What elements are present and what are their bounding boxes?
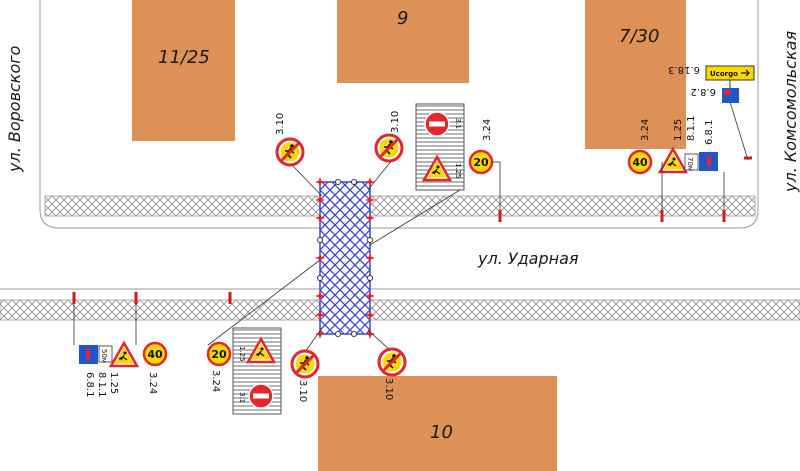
sign-code-3.24-north: 3.24 [482,119,493,141]
street-label-udarnaya: ул. Ударная [477,249,579,268]
sign-code-8.1.1-east: 8.1.1 [686,116,697,141]
speed-limit-40-sign-west [142,341,168,367]
road-edge-north-west [39,0,759,229]
sign-code-3.24-west: 3.24 [147,372,158,394]
fence-rings [317,179,373,337]
street-label-vorovskogo: ул. Воровского [5,45,24,173]
building-label-10: 10 [430,422,453,443]
speed-limit-20-sign-south [206,341,232,367]
sign-code-6.8.1-west: 6.8.1 [84,372,95,397]
sign-code-3.1-south: 3.1 [238,392,246,403]
sign-code-3.24-south-20: 3.24 [210,370,221,392]
detour-sign-6.8.1-east-mark [707,156,711,166]
no-entry-icon [424,111,450,137]
distance-50m-label: 50м [100,349,108,363]
no-pedestrians-icon [374,133,404,163]
no-pedestrians-icon [377,347,407,377]
detour-sign-6.8.1-west-mark [86,349,90,359]
speed-limit-value-40-east: 40 [632,156,648,169]
distance-plate-70m [684,153,699,171]
sign-code-1.25-east: 1.25 [673,119,684,141]
sign-code-6.8.1-east: 6.8.1 [704,120,715,145]
sign-code-3.10-nw: 3.10 [275,113,286,135]
sign-code-6.18.3: 6.18.3 [668,64,700,75]
road-work-icon [109,341,139,368]
no-pedestrians-icon [290,349,320,379]
no-pedestrians-icon [275,137,305,167]
sign-code-3.10-sw: 3.10 [297,380,308,402]
no-entry-icon [248,383,274,409]
work-zone-pit [319,181,371,335]
building-label-11-25: 11/25 [158,47,210,68]
leader-lines [207,101,749,353]
sign-code-8.1.1-west: 8.1.1 [96,372,107,397]
sidewalk-north [44,195,756,217]
dead-end-sign-mark [724,90,730,95]
detour-sign-text: Ucorgo [710,70,738,78]
sign-posts [72,156,752,304]
distance-70m-label: 70м [686,157,694,171]
street-label-komsomolskaya: ул. Комсомольская [781,31,800,193]
sign-code-6.8.2: 6.8.2 [691,86,716,97]
speed-limit-40-sign-east [627,149,653,175]
building-10 [318,376,557,471]
building-9 [337,0,469,83]
building-7-30 [585,0,686,149]
sidewalk-south [0,299,800,321]
road-work-icon [658,147,688,174]
sign-code-3.10-ne: 3.10 [390,111,401,133]
sign-code-3.24-east: 3.24 [640,119,651,141]
building-11-25 [132,0,235,141]
speed-limit-value-40-west: 40 [147,348,163,361]
sign-code-3.10-se: 3.10 [383,378,394,400]
sign-code-3.1-north: 3.1 [454,118,462,129]
sign-code-1.25-west: 1.25 [108,372,119,394]
distance-plate-50m [98,345,113,363]
speed-limit-value-20-north: 20 [473,156,489,169]
building-label-7-30: 7/30 [619,26,659,47]
building-label-9: 9 [397,8,408,29]
sign-code-1.25-barrier-south: 1.25 [238,346,246,362]
sign-code-1.25-barrier-north: 1.25 [454,163,462,179]
arrow-right-icon [741,69,750,77]
speed-limit-value-20-south: 20 [211,348,227,361]
sign-stems [73,162,725,345]
